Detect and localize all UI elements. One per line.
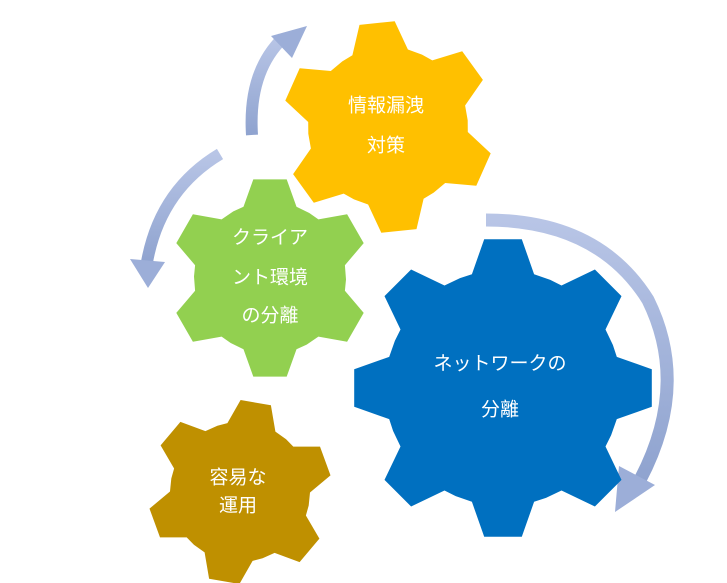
- right-arrow: [485, 213, 674, 512]
- left-arrowhead: [130, 259, 165, 288]
- gear-info-leak: [285, 21, 491, 233]
- gear-client-env: [176, 179, 364, 377]
- gear-label-client-env-line3: の分離: [241, 305, 298, 327]
- gear-label-easy-ops-line2: 運用: [219, 495, 257, 517]
- gear-easy-ops: [149, 400, 331, 583]
- right-arrowhead: [615, 466, 655, 512]
- gear-label-info-leak-line1: 情報漏洩: [348, 95, 424, 117]
- gear-label-client-env-line2: ント環境: [232, 267, 308, 289]
- gear-label-easy-ops-line1: 容易な: [209, 467, 266, 489]
- top-arrow: [245, 26, 307, 136]
- gear-label-network-line1: ネットワークの: [433, 353, 566, 375]
- gear-label-info-leak-line2: 対策: [367, 135, 405, 157]
- gear-network: [354, 239, 652, 537]
- gear-label-client-env-line1: クライア: [232, 227, 308, 249]
- left-arrow: [130, 148, 224, 288]
- gear-label-network-line2: 分離: [481, 399, 519, 421]
- top-arrowhead: [271, 26, 307, 58]
